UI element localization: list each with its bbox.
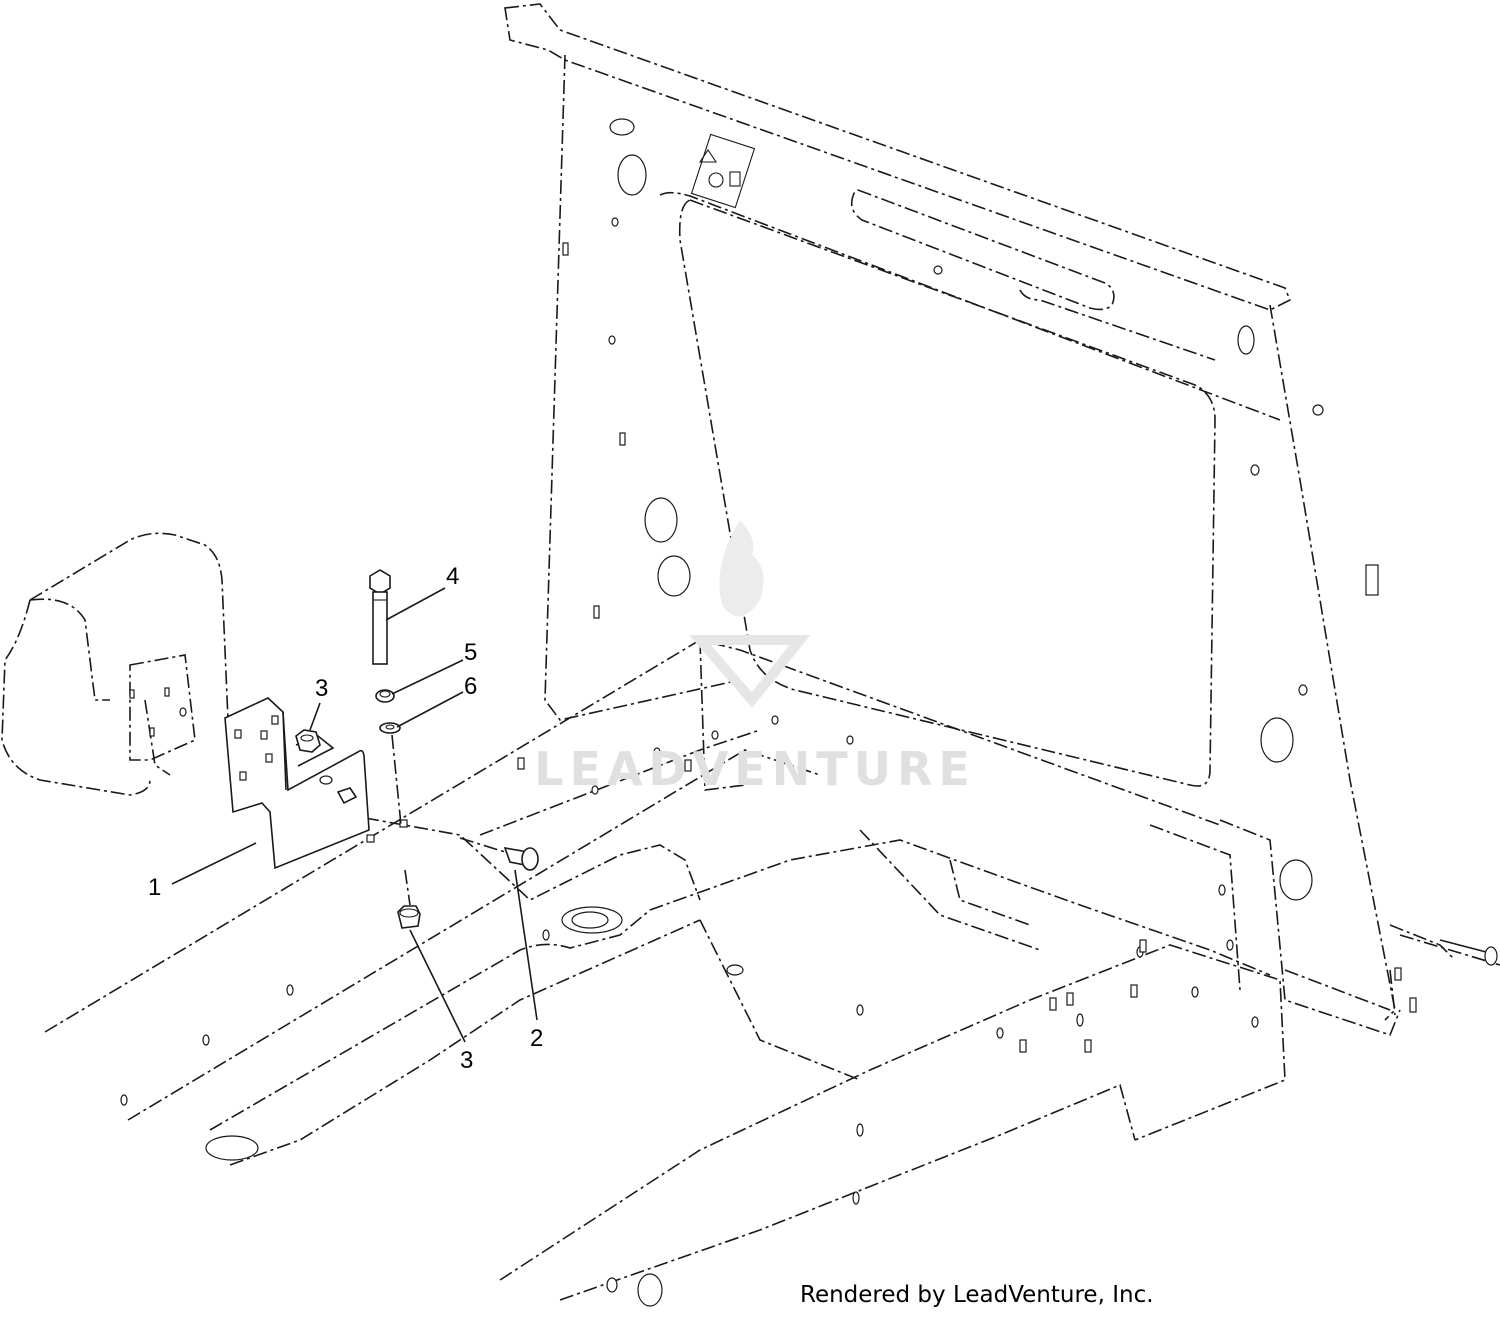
part-6-washer bbox=[379, 722, 401, 734]
rear-frame-panel bbox=[504, 3, 1401, 1036]
part-3-nut-lower bbox=[397, 905, 421, 929]
callouts: 1 2 3 3 4 5 6 bbox=[148, 563, 543, 1074]
part-3-nut-upper bbox=[295, 729, 321, 753]
callout-4: 4 bbox=[446, 563, 459, 590]
callout-3-upper: 3 bbox=[315, 675, 328, 702]
part-1-bracket bbox=[224, 697, 370, 870]
main-frame bbox=[44, 639, 1500, 1307]
callout-5: 5 bbox=[464, 639, 477, 666]
watermark: LEADVENTURE bbox=[534, 520, 976, 796]
watermark-text: LEADVENTURE bbox=[534, 742, 976, 796]
callout-2: 2 bbox=[530, 1025, 543, 1052]
assembly-line-lower bbox=[404, 869, 411, 906]
assembly-line-pin bbox=[459, 837, 506, 853]
part-5-washer bbox=[375, 689, 395, 703]
callout-3-lower: 3 bbox=[460, 1047, 473, 1074]
fuel-tank bbox=[1, 532, 229, 796]
render-credit: Rendered by LeadVenture, Inc. bbox=[800, 1282, 1154, 1308]
leader-lines bbox=[171, 587, 538, 1043]
callout-6: 6 bbox=[464, 673, 477, 700]
part-4-bolt bbox=[369, 569, 391, 665]
callout-1: 1 bbox=[148, 874, 161, 901]
assembly-line-vertical bbox=[391, 734, 402, 826]
part-2-pin bbox=[503, 846, 539, 871]
